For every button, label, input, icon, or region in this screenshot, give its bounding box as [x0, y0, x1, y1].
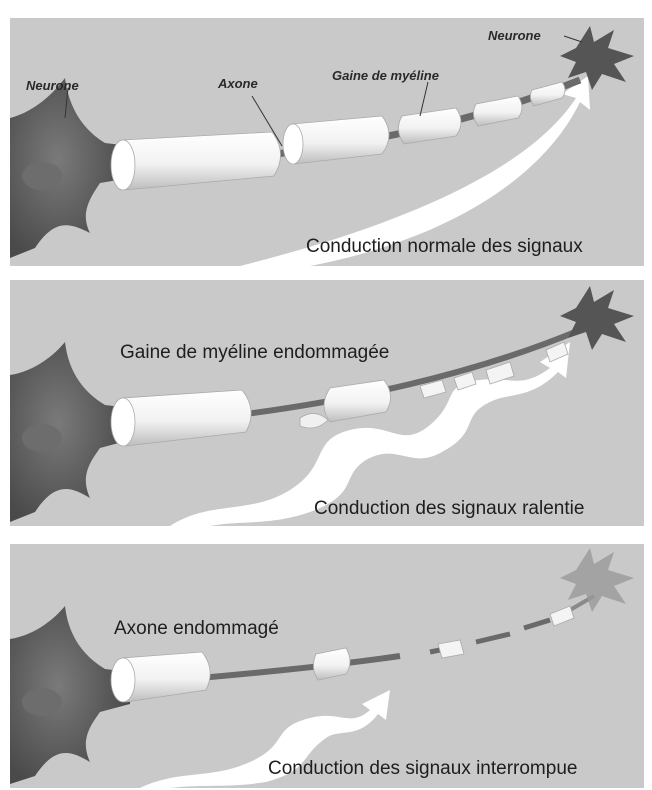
- neuron-right: [560, 286, 634, 350]
- caption-interrupted-conduction: Conduction des signaux interrompue: [268, 758, 577, 780]
- normal-conduction-illustration: [10, 18, 644, 266]
- damaged-axon-illustration: [10, 544, 644, 788]
- label-axon: Axone: [218, 76, 258, 91]
- title-damaged-axon: Axone endommagé: [114, 618, 279, 640]
- caption-normal-conduction: Conduction normale des signaux: [306, 236, 583, 258]
- damaged-myelin-illustration: [10, 280, 644, 526]
- label-myelin-sheath: Gaine de myéline: [332, 68, 439, 83]
- neuron-right-faded: [560, 548, 634, 612]
- panel-damaged-axon: Axone endommagé Conduction des signaux i…: [10, 544, 644, 788]
- panel-damaged-myelin: Gaine de myéline endommagée Conduction d…: [10, 280, 644, 526]
- caption-slowed-conduction: Conduction des signaux ralentie: [314, 498, 584, 520]
- panel-normal-conduction: Neurone Axone Gaine de myéline Neurone C…: [10, 18, 644, 266]
- title-damaged-myelin: Gaine de myéline endommagée: [120, 342, 389, 364]
- label-neuron-left: Neurone: [26, 78, 79, 93]
- label-neuron-right: Neurone: [488, 28, 541, 43]
